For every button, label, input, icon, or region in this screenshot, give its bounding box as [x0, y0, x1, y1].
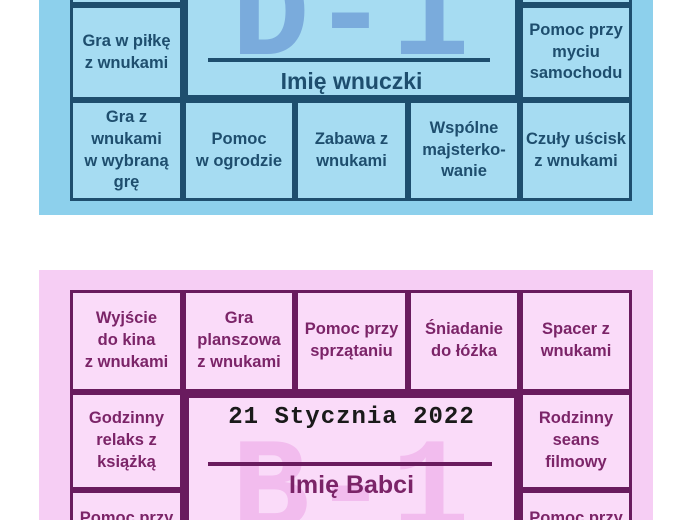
bingo-cell: Śniadanie do łóżka — [408, 290, 520, 392]
card-code-watermark: D-1 — [231, 0, 472, 94]
bingo-cell: Zabawa z wnukami — [295, 100, 408, 201]
grandma-name-label: Imię Babci — [288, 471, 415, 499]
bingo-cell: Wspólne majsterko- wanie — [408, 100, 520, 201]
card-date: 21 Stycznia 2022 — [228, 404, 475, 431]
bingo-cell: Gra z wnukami w wybraną grę — [70, 100, 183, 201]
bingo-cell: Wyjście do kina z wnukami — [70, 290, 183, 392]
bingo-cell: Gra planszowa z wnukami — [183, 290, 295, 392]
card-center-cell: D-1 Imię Dziadka Imię wnuczki — [183, 0, 520, 100]
bingo-cell: Gra w piłkę z wnukami — [70, 5, 183, 100]
bingo-cell-cut — [70, 0, 183, 5]
bingo-cell: Pomoc w ogrodzie — [183, 100, 295, 201]
bingo-cell-label: Pomoc w ogrodzie — [195, 129, 283, 170]
bingo-cell-label: Rodzinny seans filmowy — [538, 409, 614, 471]
bingo-cell-label: Gra z wnukami w wybraną grę — [84, 107, 169, 192]
grandchild-name-label: Imię wnuczki — [280, 68, 423, 94]
bingo-cell-label: Pomoc przy sprzątaniu — [304, 320, 399, 360]
name-underline — [208, 58, 490, 62]
bingo-cell-label: Godzinny relaks z książką — [88, 409, 165, 471]
bingo-cell-cut — [520, 0, 632, 5]
grandpa-bingo-card: D-1 Imię Dziadka Imię wnuczki Gra w piłk… — [39, 0, 653, 215]
bingo-cell-label: Gra w piłkę z wnukami — [82, 31, 171, 72]
bingo-cell-label: Spacer z wnukami — [540, 320, 612, 360]
card-center-cell: B-1 21 Stycznia 2022 Imię Babci — [183, 392, 520, 520]
name-underline — [208, 462, 492, 466]
bingo-cell: Pomoc przy sprzątaniu — [295, 290, 408, 392]
bingo-cell-label: Pomoc przy — [79, 509, 174, 520]
bingo-cell-label: Gra planszowa z wnukami — [197, 309, 281, 371]
bingo-cell-label: Śniadanie do łóżka — [425, 320, 503, 360]
bingo-cell-cut: Pomoc przy — [70, 490, 183, 520]
bingo-cell: Rodzinny seans filmowy — [520, 392, 632, 490]
bingo-cell-label: Pomoc przy myciu samochodu — [529, 20, 623, 83]
grandma-bingo-card: Wyjście do kina z wnukami Gra planszowa … — [39, 270, 653, 520]
bingo-cell-label: Wspólne majsterko- wanie — [422, 118, 506, 181]
bingo-cell: Pomoc przy myciu samochodu — [520, 5, 632, 100]
bingo-cell-label: Zabawa z wnukami — [314, 129, 389, 170]
bingo-cell: Spacer z wnukami — [520, 290, 632, 392]
bingo-cell-cut: Pomoc przy — [520, 490, 632, 520]
bingo-cell-label: Czuły uścisk z wnukami — [526, 129, 626, 170]
bingo-cell-label: Wyjście do kina z wnukami — [84, 309, 169, 371]
card-code-watermark: B-1 — [231, 420, 472, 520]
bingo-cell-label: Pomoc przy — [529, 509, 623, 520]
bingo-cell: Czuły uścisk z wnukami — [520, 100, 632, 201]
bingo-cell: Godzinny relaks z książką — [70, 392, 183, 490]
